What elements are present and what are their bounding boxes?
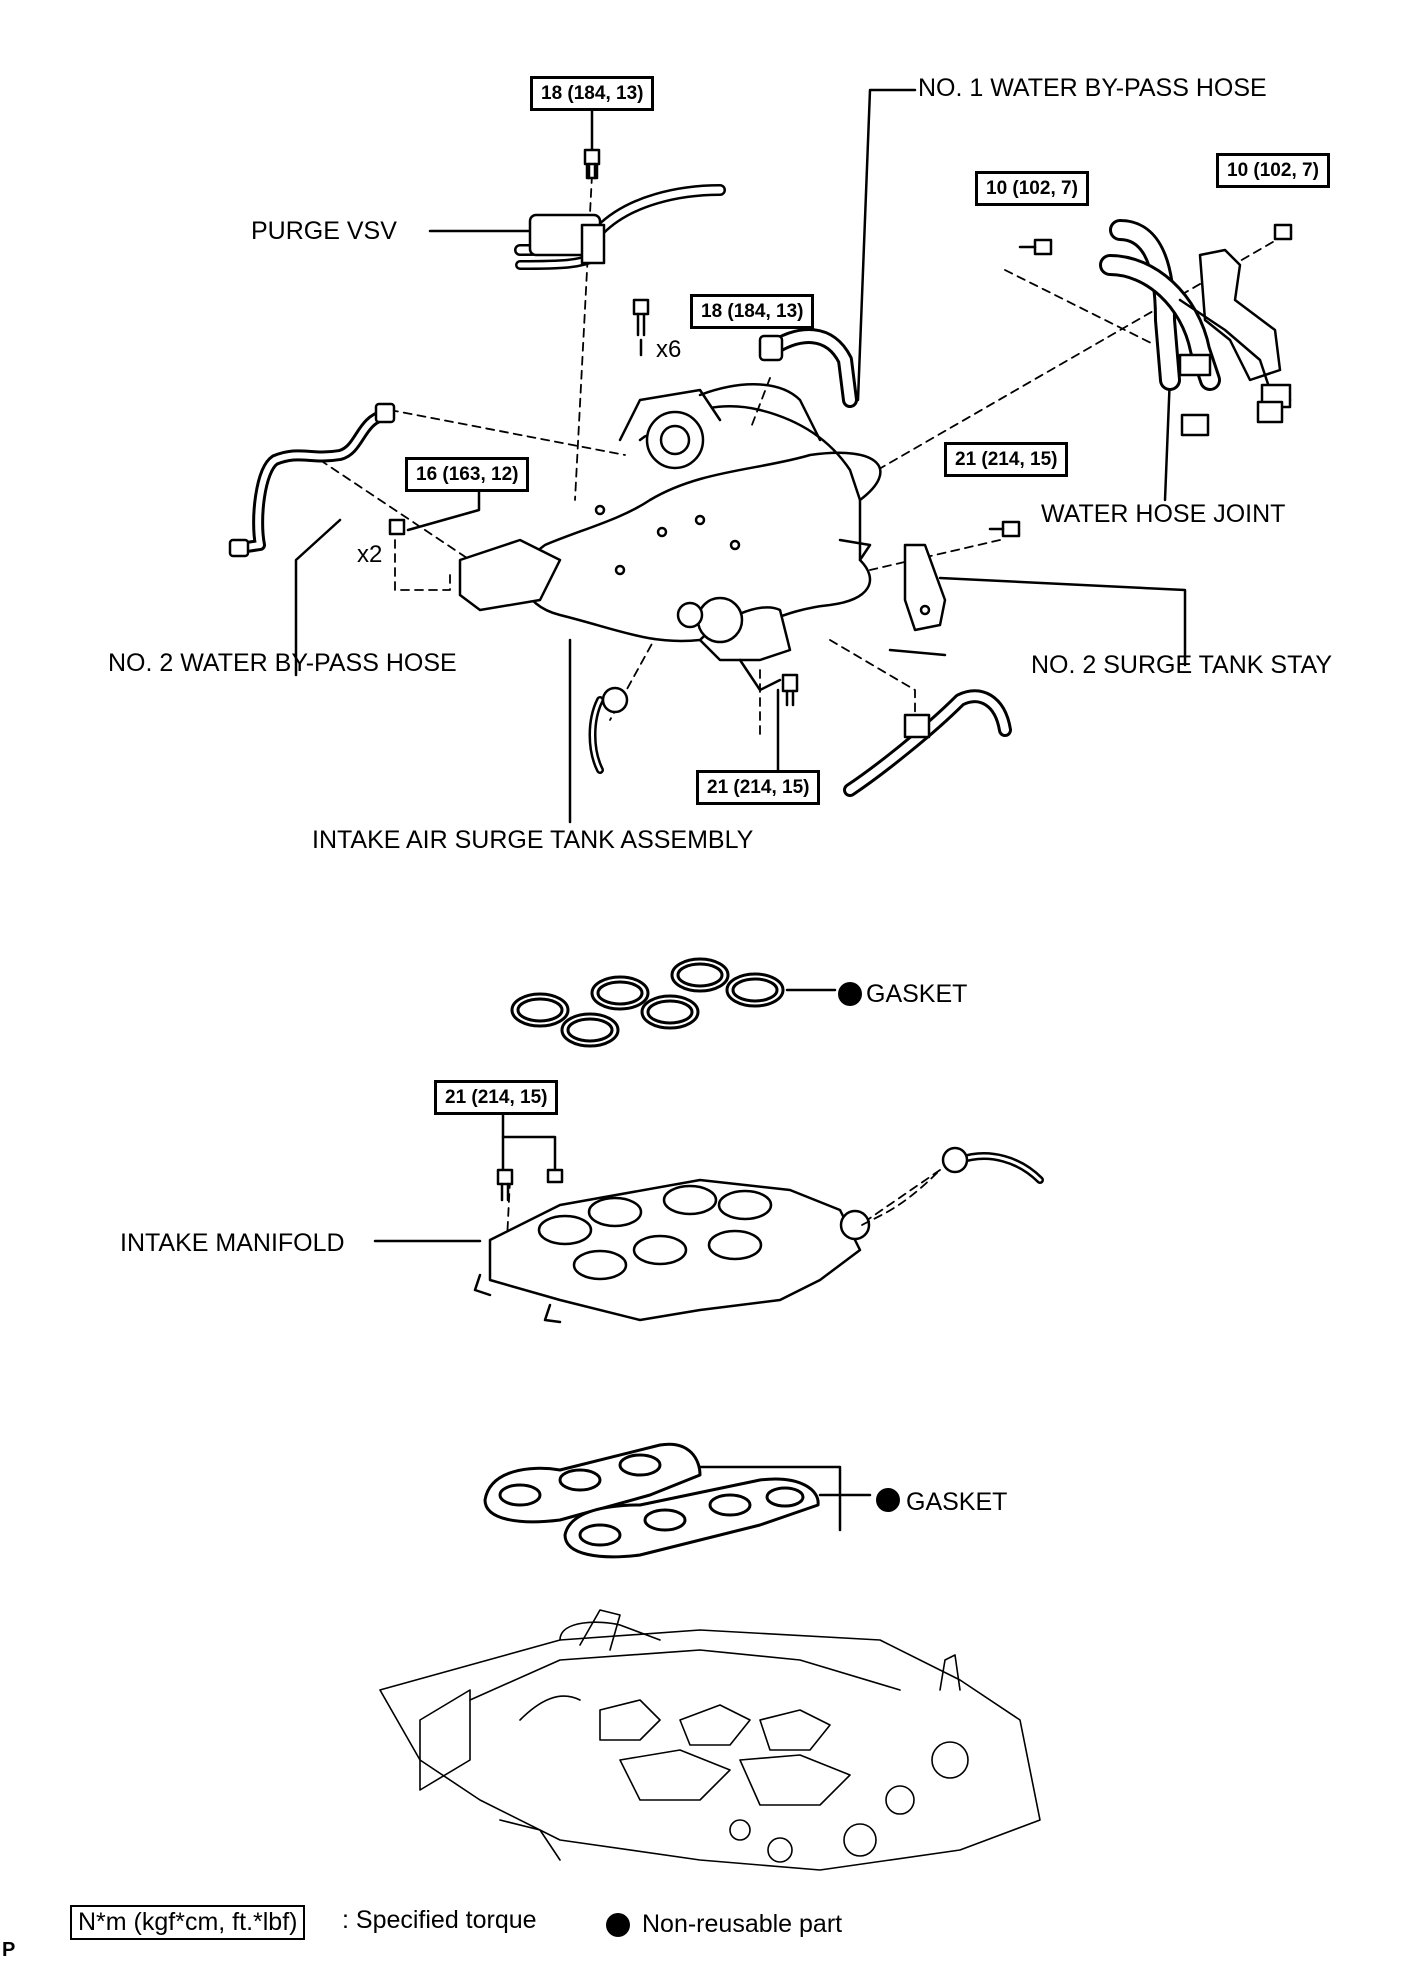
no2-surge-tank-stay-part (903, 543, 947, 632)
legend-torque-desc: : Specified torque (342, 1906, 537, 1934)
lower-hoses-part (588, 686, 1012, 797)
gasket-lower-label: GASKET (906, 1488, 1008, 1516)
engine-overview-part (379, 1609, 1041, 1871)
nonreusable-marker-upper-gasket (838, 982, 862, 1006)
purge-vsv-part (514, 150, 726, 270)
intake-manifold-label: INTAKE MANIFOLD (120, 1229, 345, 1257)
lower-gasket-part (483, 1442, 820, 1559)
torque-stay-bolt: 21 (214, 15) (944, 442, 1069, 477)
purge-vsv-label: PURGE VSV (251, 217, 397, 245)
fasteners (388, 148, 1293, 707)
upper-gasket-part (510, 957, 785, 1048)
intake-air-surge-tank-assembly-label: INTAKE AIR SURGE TANK ASSEMBLY (312, 826, 754, 854)
torque-purge-vsv-bolt: 18 (184, 13) (530, 76, 655, 111)
multiplier-x2: x2 (357, 541, 383, 568)
no1-water-bypass-hose-label: NO. 1 WATER BY-PASS HOSE (918, 74, 1267, 102)
torque-joint-right-bolt: 10 (102, 7) (1216, 153, 1330, 188)
no1-bypass-hose-part (758, 328, 858, 408)
no2-bypass-hose-part (228, 402, 396, 558)
surge-tank-part (458, 383, 882, 692)
corner-mark: P (2, 1939, 16, 1961)
legend-nonreusable-dot (606, 1913, 630, 1937)
torque-manifold-bolts: 21 (214, 15) (434, 1080, 559, 1115)
nonreusable-marker-lower-gasket (876, 1488, 900, 1512)
torque-bottom-bolt: 21 (214, 15) (696, 770, 821, 805)
water-hose-joint-label: WATER HOSE JOINT (1041, 500, 1286, 528)
torque-surge-tank-bolts: 18 (184, 13) (690, 294, 815, 329)
torque-joint-left-bolt: 10 (102, 7) (975, 171, 1089, 206)
leader-lines (294, 88, 1187, 1532)
legend-torque-unit: N*m (kgf*cm, ft.*lbf) (70, 1905, 306, 1940)
intake-manifold-part (473, 1146, 1044, 1324)
water-hose-joint-part (1099, 219, 1292, 437)
legend-nonreusable-desc: Non-reusable part (642, 1910, 843, 1938)
torque-x2-nuts: 16 (163, 12) (405, 457, 530, 492)
no2-water-bypass-hose-label: NO. 2 WATER BY-PASS HOSE (108, 649, 457, 677)
gasket-upper-label: GASKET (866, 980, 968, 1008)
no2-surge-tank-stay-label: NO. 2 SURGE TANK STAY (1031, 651, 1332, 679)
multiplier-x6: x6 (656, 336, 682, 363)
